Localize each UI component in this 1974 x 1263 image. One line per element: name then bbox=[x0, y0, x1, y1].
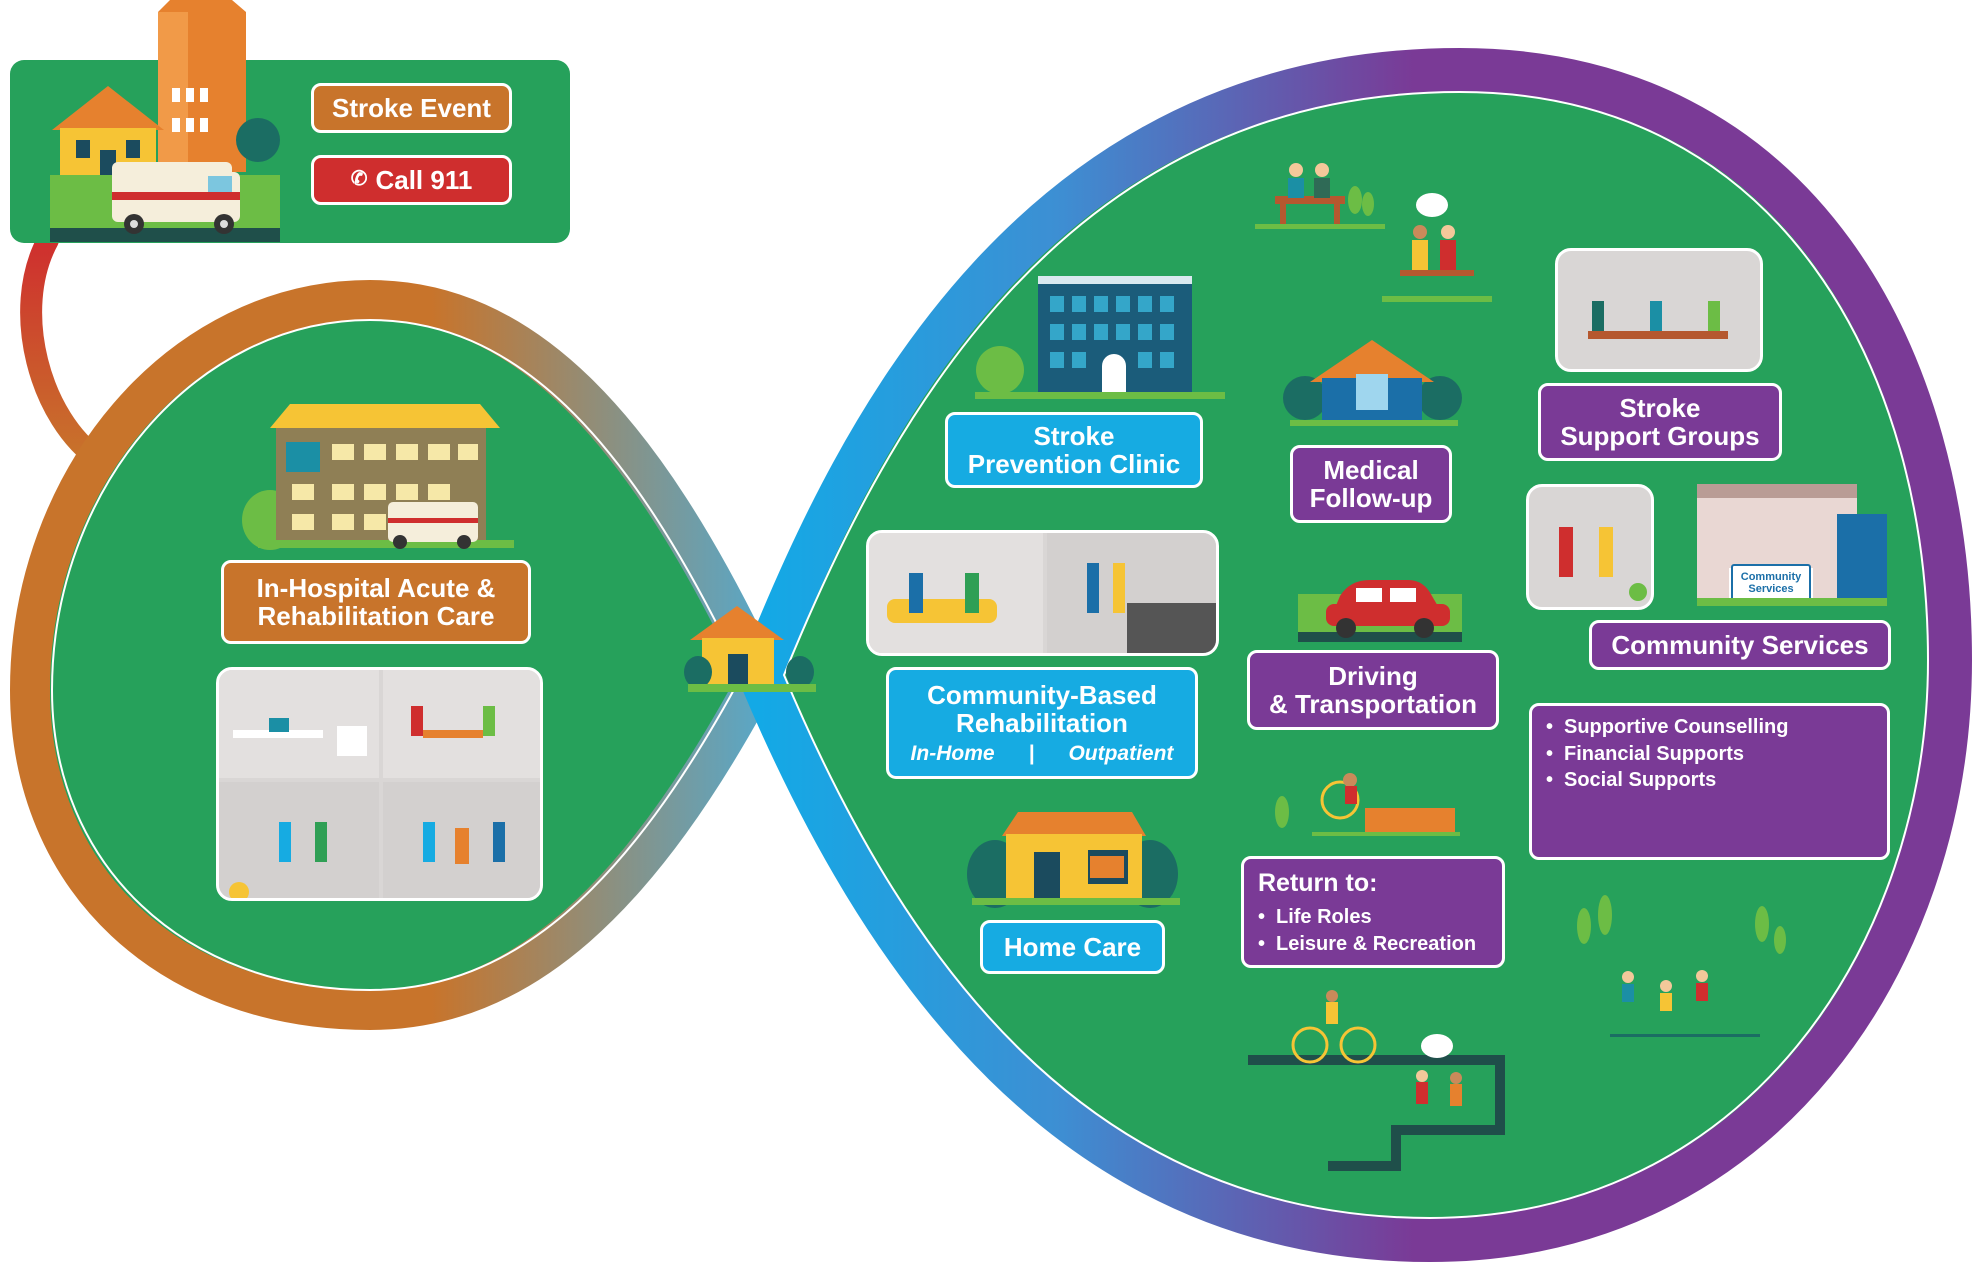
rehab-scenes-panel bbox=[216, 667, 543, 901]
phone-icon: ✆ bbox=[350, 168, 368, 191]
acute-care-label: In-Hospital Acute & Rehabilitation Care bbox=[221, 560, 531, 644]
support-line-2: Support Groups bbox=[1560, 421, 1760, 451]
home-care-house-icon bbox=[967, 812, 1180, 908]
home-couch-scene bbox=[869, 533, 1043, 653]
home-care-text: Home Care bbox=[1003, 931, 1142, 962]
return-list: Life Roles Leisure & Recreation bbox=[1258, 904, 1488, 958]
community-services-building: Community Services bbox=[1697, 484, 1887, 606]
connector-path bbox=[20, 229, 111, 471]
community-based-rehab-label: Community-Based Rehabilitation In-Home |… bbox=[886, 667, 1198, 779]
driving-line-2: & Transportation bbox=[1268, 689, 1477, 719]
picnic-icon bbox=[1255, 163, 1385, 229]
medical-house-icon bbox=[1283, 340, 1462, 426]
stroke-prevention-line-1: Stroke bbox=[1033, 420, 1115, 451]
support-item: Supportive Counselling bbox=[1546, 714, 1873, 741]
walking-group-icon bbox=[1577, 895, 1786, 1037]
cycling-hiking-icon bbox=[1248, 990, 1505, 1171]
acute-ring bbox=[9, 279, 783, 1031]
center-home-icon bbox=[684, 606, 816, 692]
supports-list: Supportive Counselling Financial Support… bbox=[1546, 714, 1873, 794]
sign-line-1: Community bbox=[1740, 570, 1802, 583]
stairs-scene bbox=[1047, 533, 1216, 653]
home-care-label: Home Care bbox=[980, 920, 1165, 974]
return-item: Life Roles bbox=[1258, 904, 1488, 931]
driving-transportation-label: Driving & Transportation bbox=[1247, 650, 1499, 730]
cbr-separator: | bbox=[1028, 741, 1035, 765]
driving-line-1: Driving bbox=[1328, 660, 1418, 691]
community-services-sign: Community Services bbox=[1731, 564, 1811, 602]
stroke-prevention-line-2: Prevention Clinic bbox=[967, 449, 1181, 479]
car-icon bbox=[1298, 580, 1462, 642]
support-item: Financial Supports bbox=[1546, 741, 1873, 768]
stroke-support-groups-label: Stroke Support Groups bbox=[1538, 383, 1782, 461]
community-services-text: Community Services bbox=[1611, 629, 1869, 660]
support-group-scene bbox=[1555, 248, 1763, 372]
return-to-box: Return to: Life Roles Leisure & Recreati… bbox=[1241, 856, 1505, 968]
walker-scene bbox=[383, 782, 540, 898]
cbr-outpatient: Outpatient bbox=[1068, 741, 1174, 765]
exercise-scene bbox=[1526, 484, 1654, 610]
supports-box: Supportive Counselling Financial Support… bbox=[1529, 703, 1890, 860]
cbr-settings: In-Home | Outpatient bbox=[910, 741, 1174, 766]
cbr-line-1: Community-Based bbox=[927, 679, 1157, 710]
therapy-table-scene bbox=[383, 670, 540, 778]
hospital-icon bbox=[242, 404, 514, 550]
gait-training-scene bbox=[219, 782, 379, 898]
home-rehab-scenes-panel bbox=[866, 530, 1219, 656]
return-title: Return to: bbox=[1258, 869, 1378, 897]
ambulance-icon bbox=[112, 162, 240, 234]
garden-icon bbox=[1275, 773, 1460, 836]
cbr-in-home: In-Home bbox=[910, 741, 995, 765]
stroke-prevention-clinic-label: Stroke Prevention Clinic bbox=[945, 412, 1203, 488]
medical-line-1: Medical bbox=[1323, 454, 1419, 485]
call-911-text: Call 911 bbox=[375, 164, 473, 195]
call-911-label: ✆ Call 911 bbox=[311, 155, 512, 205]
acute-line-2: Rehabilitation Care bbox=[257, 601, 495, 631]
bench-conversation-icon bbox=[1382, 193, 1492, 302]
community-services-label: Community Services bbox=[1589, 620, 1891, 670]
cbr-line-2: Rehabilitation bbox=[956, 707, 1128, 738]
patient-bed-scene bbox=[219, 670, 379, 778]
support-line-1: Stroke bbox=[1619, 392, 1701, 423]
medical-follow-up-label: Medical Follow-up bbox=[1290, 445, 1452, 523]
support-item: Social Supports bbox=[1546, 767, 1873, 794]
stroke-event-text: Stroke Event bbox=[332, 92, 491, 123]
sign-line-2: Services bbox=[1748, 583, 1794, 595]
stroke-event-label: Stroke Event bbox=[311, 83, 512, 133]
clinic-building-icon bbox=[975, 276, 1225, 399]
return-item: Leisure & Recreation bbox=[1258, 931, 1488, 958]
medical-line-2: Follow-up bbox=[1309, 483, 1433, 513]
acute-line-1: In-Hospital Acute & bbox=[256, 572, 496, 603]
